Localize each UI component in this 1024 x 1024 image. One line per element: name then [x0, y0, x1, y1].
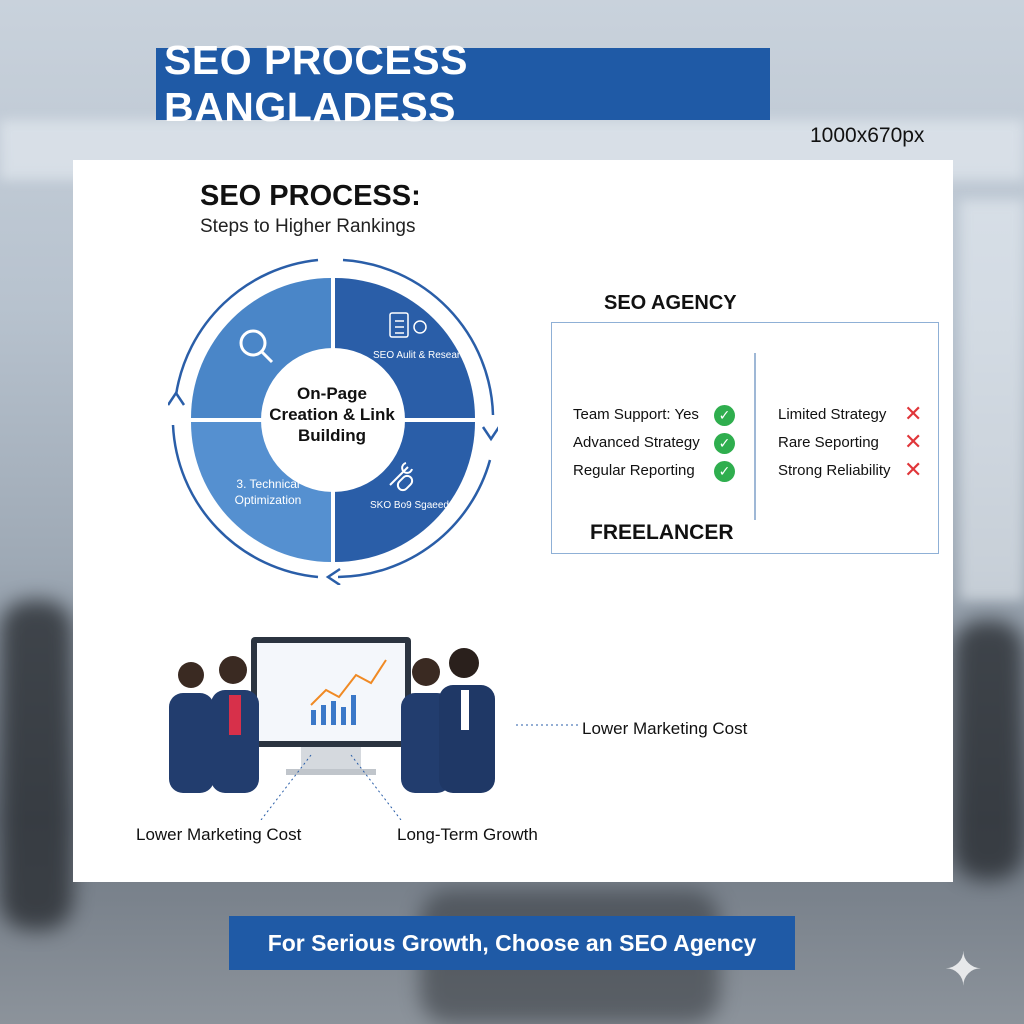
- cross-icon: ✕: [904, 457, 923, 482]
- arrow-head: [168, 390, 186, 406]
- freelancer-title: FREELANCER: [590, 521, 734, 544]
- person-illustration: [169, 648, 495, 793]
- process-cycle: [168, 258, 498, 585]
- arrow-head: [325, 567, 341, 585]
- benefit-right: Lower Marketing Cost: [582, 719, 748, 738]
- monitor-illustration: [251, 637, 411, 775]
- process-title: SEO PROCESS:: [200, 180, 421, 212]
- cross-icon: ✕: [904, 429, 923, 454]
- divider: [754, 353, 756, 520]
- segment-speed-label: SKO Bo9 Sgaeed: [370, 500, 449, 511]
- benefit-left: Lower Marketing Cost: [136, 825, 302, 844]
- infographic-card: SEO PROCESS: Steps to Higher Rankings On…: [73, 160, 953, 882]
- magnifier-icon: [239, 329, 274, 364]
- check-icon: ✓: [714, 461, 735, 482]
- agency-title: SEO AGENCY: [604, 292, 737, 314]
- connector-lines: [260, 724, 581, 820]
- clipboard-gear-icon: [389, 312, 427, 338]
- benefit-middle: Long-Term Growth: [397, 825, 538, 844]
- freelancer-item: Strong Reliability: [778, 462, 891, 479]
- background-chair: [953, 620, 1024, 880]
- cta-banner: For Serious Growth, Choose an SEO Agency: [229, 916, 795, 970]
- cross-icon: ✕: [904, 401, 923, 426]
- center-circle: [261, 348, 405, 492]
- cycle-arrows: [168, 258, 498, 585]
- team-illustration: [169, 637, 581, 820]
- wrench-link-icon: [389, 462, 414, 492]
- cycle-center-label: On-Page Creation & Link Building: [269, 384, 395, 445]
- freelancer-item: Limited Strategy: [778, 406, 887, 423]
- check-icon: ✓: [714, 405, 735, 426]
- sparkle-icon: ✦: [944, 943, 983, 995]
- agency-item: Advanced Strategy: [573, 434, 700, 451]
- check-icon: ✓: [714, 433, 735, 454]
- process-subtitle: Steps to Higher Rankings: [200, 216, 416, 237]
- background-chair: [0, 600, 73, 930]
- agency-item: Team Support: Yes: [573, 406, 699, 423]
- background-window: [960, 200, 1024, 600]
- segment-audit-label: SEO Aulit & Research: [373, 350, 471, 361]
- title-banner: SEO PROCESS BANGLADESS: [156, 37, 770, 130]
- arrow-head: [481, 426, 498, 442]
- size-label: 1000x670px: [810, 124, 925, 147]
- segment-technical-label: 3. Technical Optimization: [234, 477, 302, 507]
- comparison-box: Team Support: Yes Advanced Strategy Regu…: [551, 322, 939, 554]
- freelancer-item: Rare Seporting: [778, 434, 879, 451]
- agency-item: Regular Reporting: [573, 462, 695, 479]
